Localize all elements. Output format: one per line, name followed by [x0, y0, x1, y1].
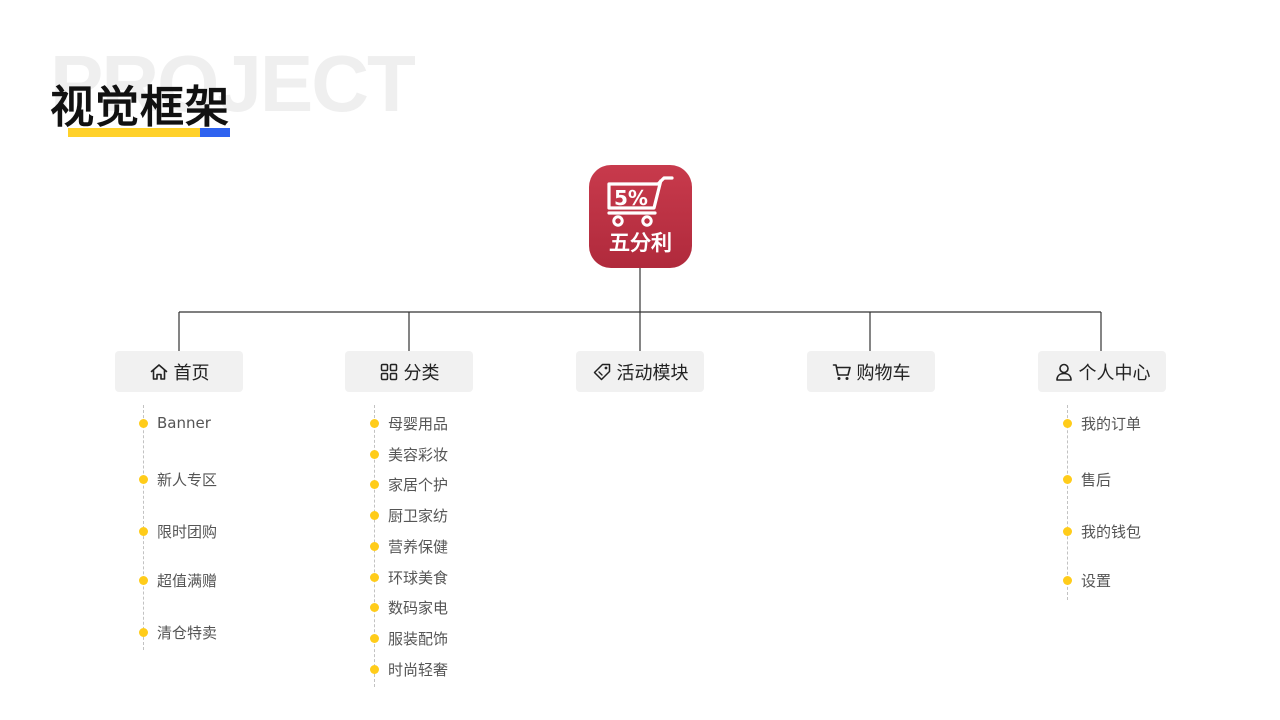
- category-home[interactable]: 首页: [115, 351, 243, 392]
- list-item[interactable]: 超值满赠: [139, 570, 217, 590]
- logo-cart-icon: 5%: [607, 176, 674, 227]
- bullet-dot: [370, 541, 379, 551]
- title-underline-yellow: [68, 128, 208, 137]
- list-item[interactable]: 营养保健: [370, 536, 448, 556]
- category-classify[interactable]: 分类: [345, 351, 473, 392]
- category-sub-list: 母婴用品 美容彩妆 家居个护 厨卫家纺 营养保健 环球美食 数码家电 服装配饰 …: [370, 405, 490, 687]
- bullet-dot: [139, 627, 148, 637]
- cart-icon: [832, 362, 852, 382]
- bullet-dot: [139, 474, 148, 484]
- list-item[interactable]: 美容彩妆: [370, 444, 448, 464]
- list-item[interactable]: 时尚轻奢: [370, 659, 448, 679]
- watermark-text: PROJECT: [50, 39, 416, 128]
- tag-icon: [592, 362, 612, 382]
- bullet-dot: [370, 633, 379, 643]
- list-item[interactable]: 环球美食: [370, 567, 448, 587]
- category-classify-label: 分类: [403, 362, 440, 384]
- bullet-dot: [1063, 575, 1072, 585]
- app-name: 五分利: [609, 231, 672, 255]
- list-item[interactable]: 服装配饰: [370, 628, 448, 648]
- bullet-dot: [370, 602, 379, 612]
- title-underline-blue: [200, 128, 230, 137]
- list-item[interactable]: 我的钱包: [1063, 521, 1141, 541]
- bullet-dot: [1063, 474, 1072, 484]
- profile-list-rail: [1067, 405, 1068, 600]
- category-cart[interactable]: 购物车: [807, 351, 935, 392]
- list-item[interactable]: 厨卫家纺: [370, 505, 448, 525]
- bullet-dot: [370, 418, 379, 428]
- list-item[interactable]: 母婴用品: [370, 413, 448, 433]
- bullet-dot: [370, 572, 379, 582]
- list-item[interactable]: 售后: [1063, 469, 1111, 489]
- category-profile-label: 个人中心: [1078, 362, 1151, 384]
- list-item[interactable]: 设置: [1063, 570, 1111, 590]
- category-activity-label: 活动模块: [616, 362, 689, 384]
- bullet-dot: [370, 510, 379, 520]
- bullet-dot: [139, 575, 148, 585]
- list-item[interactable]: 我的订单: [1063, 413, 1141, 433]
- bullet-dot: [139, 526, 148, 536]
- category-cart-label: 购物车: [856, 362, 911, 384]
- category-home-label: 首页: [173, 362, 210, 384]
- app-logo: 5% 五分利: [589, 165, 692, 268]
- home-sub-list: Banner 新人专区 限时团购 超值满赠 清仓特卖: [139, 405, 259, 650]
- user-icon: [1054, 362, 1074, 382]
- bullet-dot: [1063, 418, 1072, 428]
- bullet-dot: [370, 479, 379, 489]
- list-item[interactable]: 新人专区: [139, 469, 217, 489]
- home-icon: [149, 362, 169, 382]
- logo-badge-text: 5%: [614, 186, 648, 210]
- list-item[interactable]: 限时团购: [139, 521, 217, 541]
- list-item[interactable]: 数码家电: [370, 597, 448, 617]
- page-title: 视觉框架: [50, 82, 230, 133]
- list-item[interactable]: 清仓特卖: [139, 622, 217, 642]
- bullet-dot: [139, 418, 148, 428]
- list-item[interactable]: Banner: [139, 413, 211, 433]
- bullet-dot: [370, 664, 379, 674]
- profile-sub-list: 我的订单 售后 我的钱包 设置: [1063, 405, 1183, 600]
- grid-icon: [379, 362, 399, 382]
- category-activity[interactable]: 活动模块: [576, 351, 704, 392]
- category-profile[interactable]: 个人中心: [1038, 351, 1166, 392]
- bullet-dot: [1063, 526, 1072, 536]
- bullet-dot: [370, 449, 379, 459]
- list-item[interactable]: 家居个护: [370, 474, 448, 494]
